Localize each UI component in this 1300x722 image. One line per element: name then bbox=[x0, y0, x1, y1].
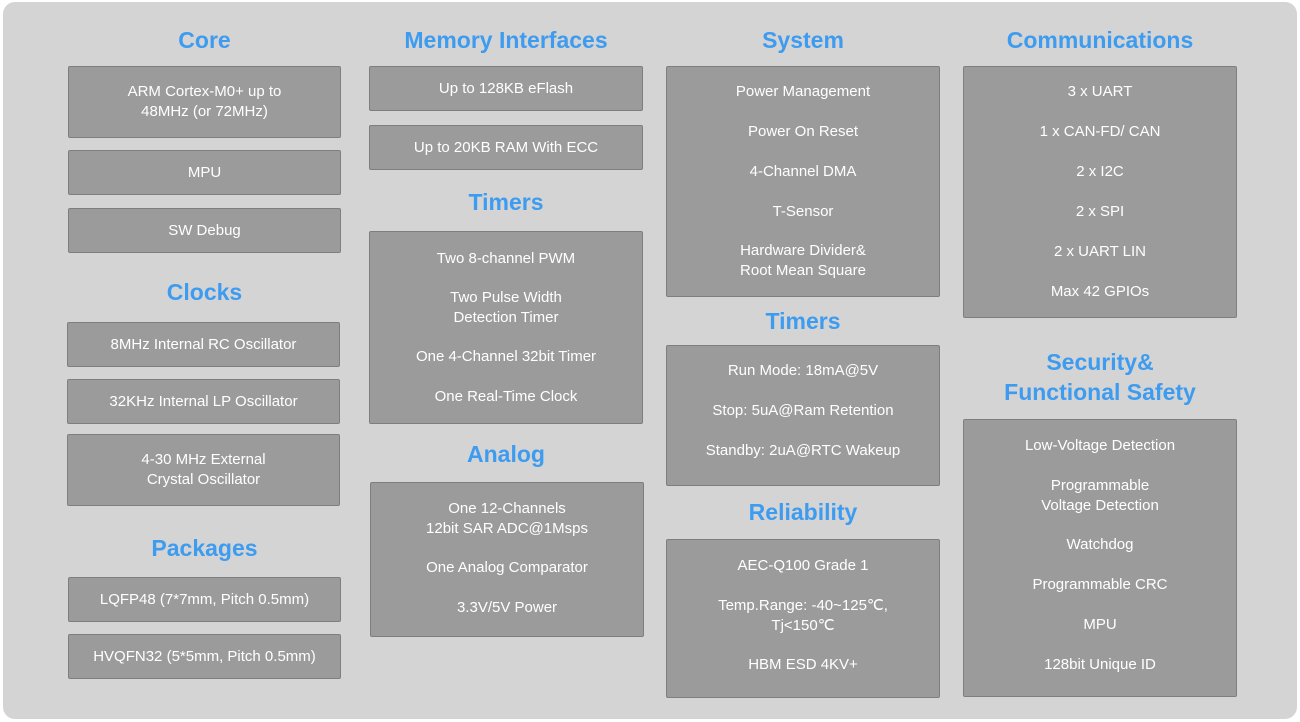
security-box: Low-Voltage Detection Programmable Volta… bbox=[963, 419, 1237, 697]
security-unique-id: 128bit Unique ID bbox=[1044, 656, 1156, 673]
security-watchdog: Watchdog bbox=[1066, 536, 1134, 553]
packages-hvqfn-box: HVQFN32 (5*5mm, Pitch 0.5mm) bbox=[68, 634, 341, 679]
clocks-heading: Clocks bbox=[166, 279, 243, 305]
clocks-lp-box: 32KHz Internal LP Oscillator bbox=[67, 379, 340, 424]
power-run-mode: Run Mode: 18mA@5V bbox=[727, 362, 879, 379]
security-mpu: MPU bbox=[1083, 616, 1117, 633]
communications-box: 3 x UART 1 x CAN-FD/ CAN 2 x I2C 2 x SPI… bbox=[963, 66, 1237, 318]
security-heading: Security& Functional Safety bbox=[1004, 349, 1196, 405]
timers-pulse-width: Two Pulse Width Detection Timer bbox=[450, 289, 562, 326]
core-swdebug-label: SW Debug bbox=[168, 221, 241, 239]
memory-heading: Memory Interfaces bbox=[404, 27, 608, 53]
timers-pwm: Two 8-channel PWM bbox=[436, 250, 576, 267]
packages-lqfp-label: LQFP48 (7*7mm, Pitch 0.5mm) bbox=[99, 590, 310, 608]
memory-ram-box: Up to 20KB RAM With ECC bbox=[369, 125, 643, 170]
system-tsensor: T-Sensor bbox=[772, 203, 834, 220]
comm-spi: 2 x SPI bbox=[1075, 203, 1125, 220]
security-pvd: Programmable Voltage Detection bbox=[1041, 477, 1159, 514]
system-dma: 4-Channel DMA bbox=[749, 163, 857, 180]
clocks-external-box: 4-30 MHz External Crystal Oscillator bbox=[67, 434, 340, 506]
security-lvd: Low-Voltage Detection bbox=[1024, 437, 1176, 454]
reliability-aec: AEC-Q100 Grade 1 bbox=[737, 557, 869, 574]
system-power-management: Power Management bbox=[735, 83, 871, 100]
analog-comparator: One Analog Comparator bbox=[426, 559, 588, 576]
clocks-rc-box: 8MHz Internal RC Oscillator bbox=[67, 322, 340, 367]
timers-heading: Timers bbox=[468, 189, 544, 215]
system-heading: System bbox=[762, 27, 844, 53]
clocks-rc-label: 8MHz Internal RC Oscillator bbox=[110, 335, 297, 353]
power-standby: Standby: 2uA@RTC Wakeup bbox=[705, 442, 901, 459]
reliability-box: AEC-Q100 Grade 1 Temp.Range: -40~125℃, T… bbox=[666, 539, 940, 698]
packages-hvqfn-label: HVQFN32 (5*5mm, Pitch 0.5mm) bbox=[93, 647, 316, 665]
analog-adc: One 12-Channels 12bit SAR ADC@1Msps bbox=[426, 500, 588, 537]
timers-box: Two 8-channel PWM Two Pulse Width Detect… bbox=[369, 231, 643, 424]
communications-heading: Communications bbox=[1006, 27, 1194, 53]
power-heading: Timers bbox=[765, 308, 841, 334]
analog-box: One 12-Channels 12bit SAR ADC@1Msps One … bbox=[370, 482, 644, 637]
system-power-on-reset: Power On Reset bbox=[747, 123, 859, 140]
memory-eflash-box: Up to 128KB eFlash bbox=[369, 66, 643, 111]
packages-heading: Packages bbox=[151, 535, 258, 561]
packages-lqfp-box: LQFP48 (7*7mm, Pitch 0.5mm) bbox=[68, 577, 341, 622]
power-stop: Stop: 5uA@Ram Retention bbox=[712, 402, 894, 419]
reliability-esd: HBM ESD 4KV+ bbox=[748, 656, 858, 673]
core-mpu-label: MPU bbox=[187, 163, 222, 181]
core-swdebug-box: SW Debug bbox=[68, 208, 341, 253]
system-divider: Hardware Divider& Root Mean Square bbox=[740, 242, 866, 279]
system-box: Power Management Power On Reset 4-Channe… bbox=[666, 66, 940, 297]
timers-32bit: One 4-Channel 32bit Timer bbox=[415, 348, 597, 365]
comm-gpios: Max 42 GPIOs bbox=[1050, 283, 1150, 300]
memory-eflash-label: Up to 128KB eFlash bbox=[438, 79, 574, 97]
comm-can: 1 x CAN-FD/ CAN bbox=[1039, 123, 1161, 140]
security-crc: Programmable CRC bbox=[1032, 576, 1168, 593]
core-mpu-box: MPU bbox=[68, 150, 341, 195]
power-box: Run Mode: 18mA@5V Stop: 5uA@Ram Retentio… bbox=[666, 345, 940, 486]
analog-heading: Analog bbox=[467, 441, 545, 467]
reliability-heading: Reliability bbox=[748, 499, 858, 525]
comm-uart: 3 x UART bbox=[1067, 83, 1133, 100]
clocks-external-label: 4-30 MHz External Crystal Oscillator bbox=[141, 451, 266, 488]
clocks-lp-label: 32KHz Internal LP Oscillator bbox=[109, 392, 298, 410]
comm-i2c: 2 x I2C bbox=[1076, 163, 1124, 180]
analog-power: 3.3V/5V Power bbox=[456, 599, 558, 616]
reliability-temp-range: Temp.Range: -40~125℃, Tj<150℃ bbox=[718, 597, 888, 634]
memory-ram-label: Up to 20KB RAM With ECC bbox=[413, 138, 599, 156]
comm-uart-lin: 2 x UART LIN bbox=[1054, 243, 1146, 260]
core-cpu-box: ARM Cortex-M0+ up to 48MHz (or 72MHz) bbox=[68, 66, 341, 138]
timers-rtc: One Real-Time Clock bbox=[434, 388, 578, 405]
core-cpu-label: ARM Cortex-M0+ up to 48MHz (or 72MHz) bbox=[127, 83, 282, 120]
core-heading: Core bbox=[178, 27, 231, 53]
